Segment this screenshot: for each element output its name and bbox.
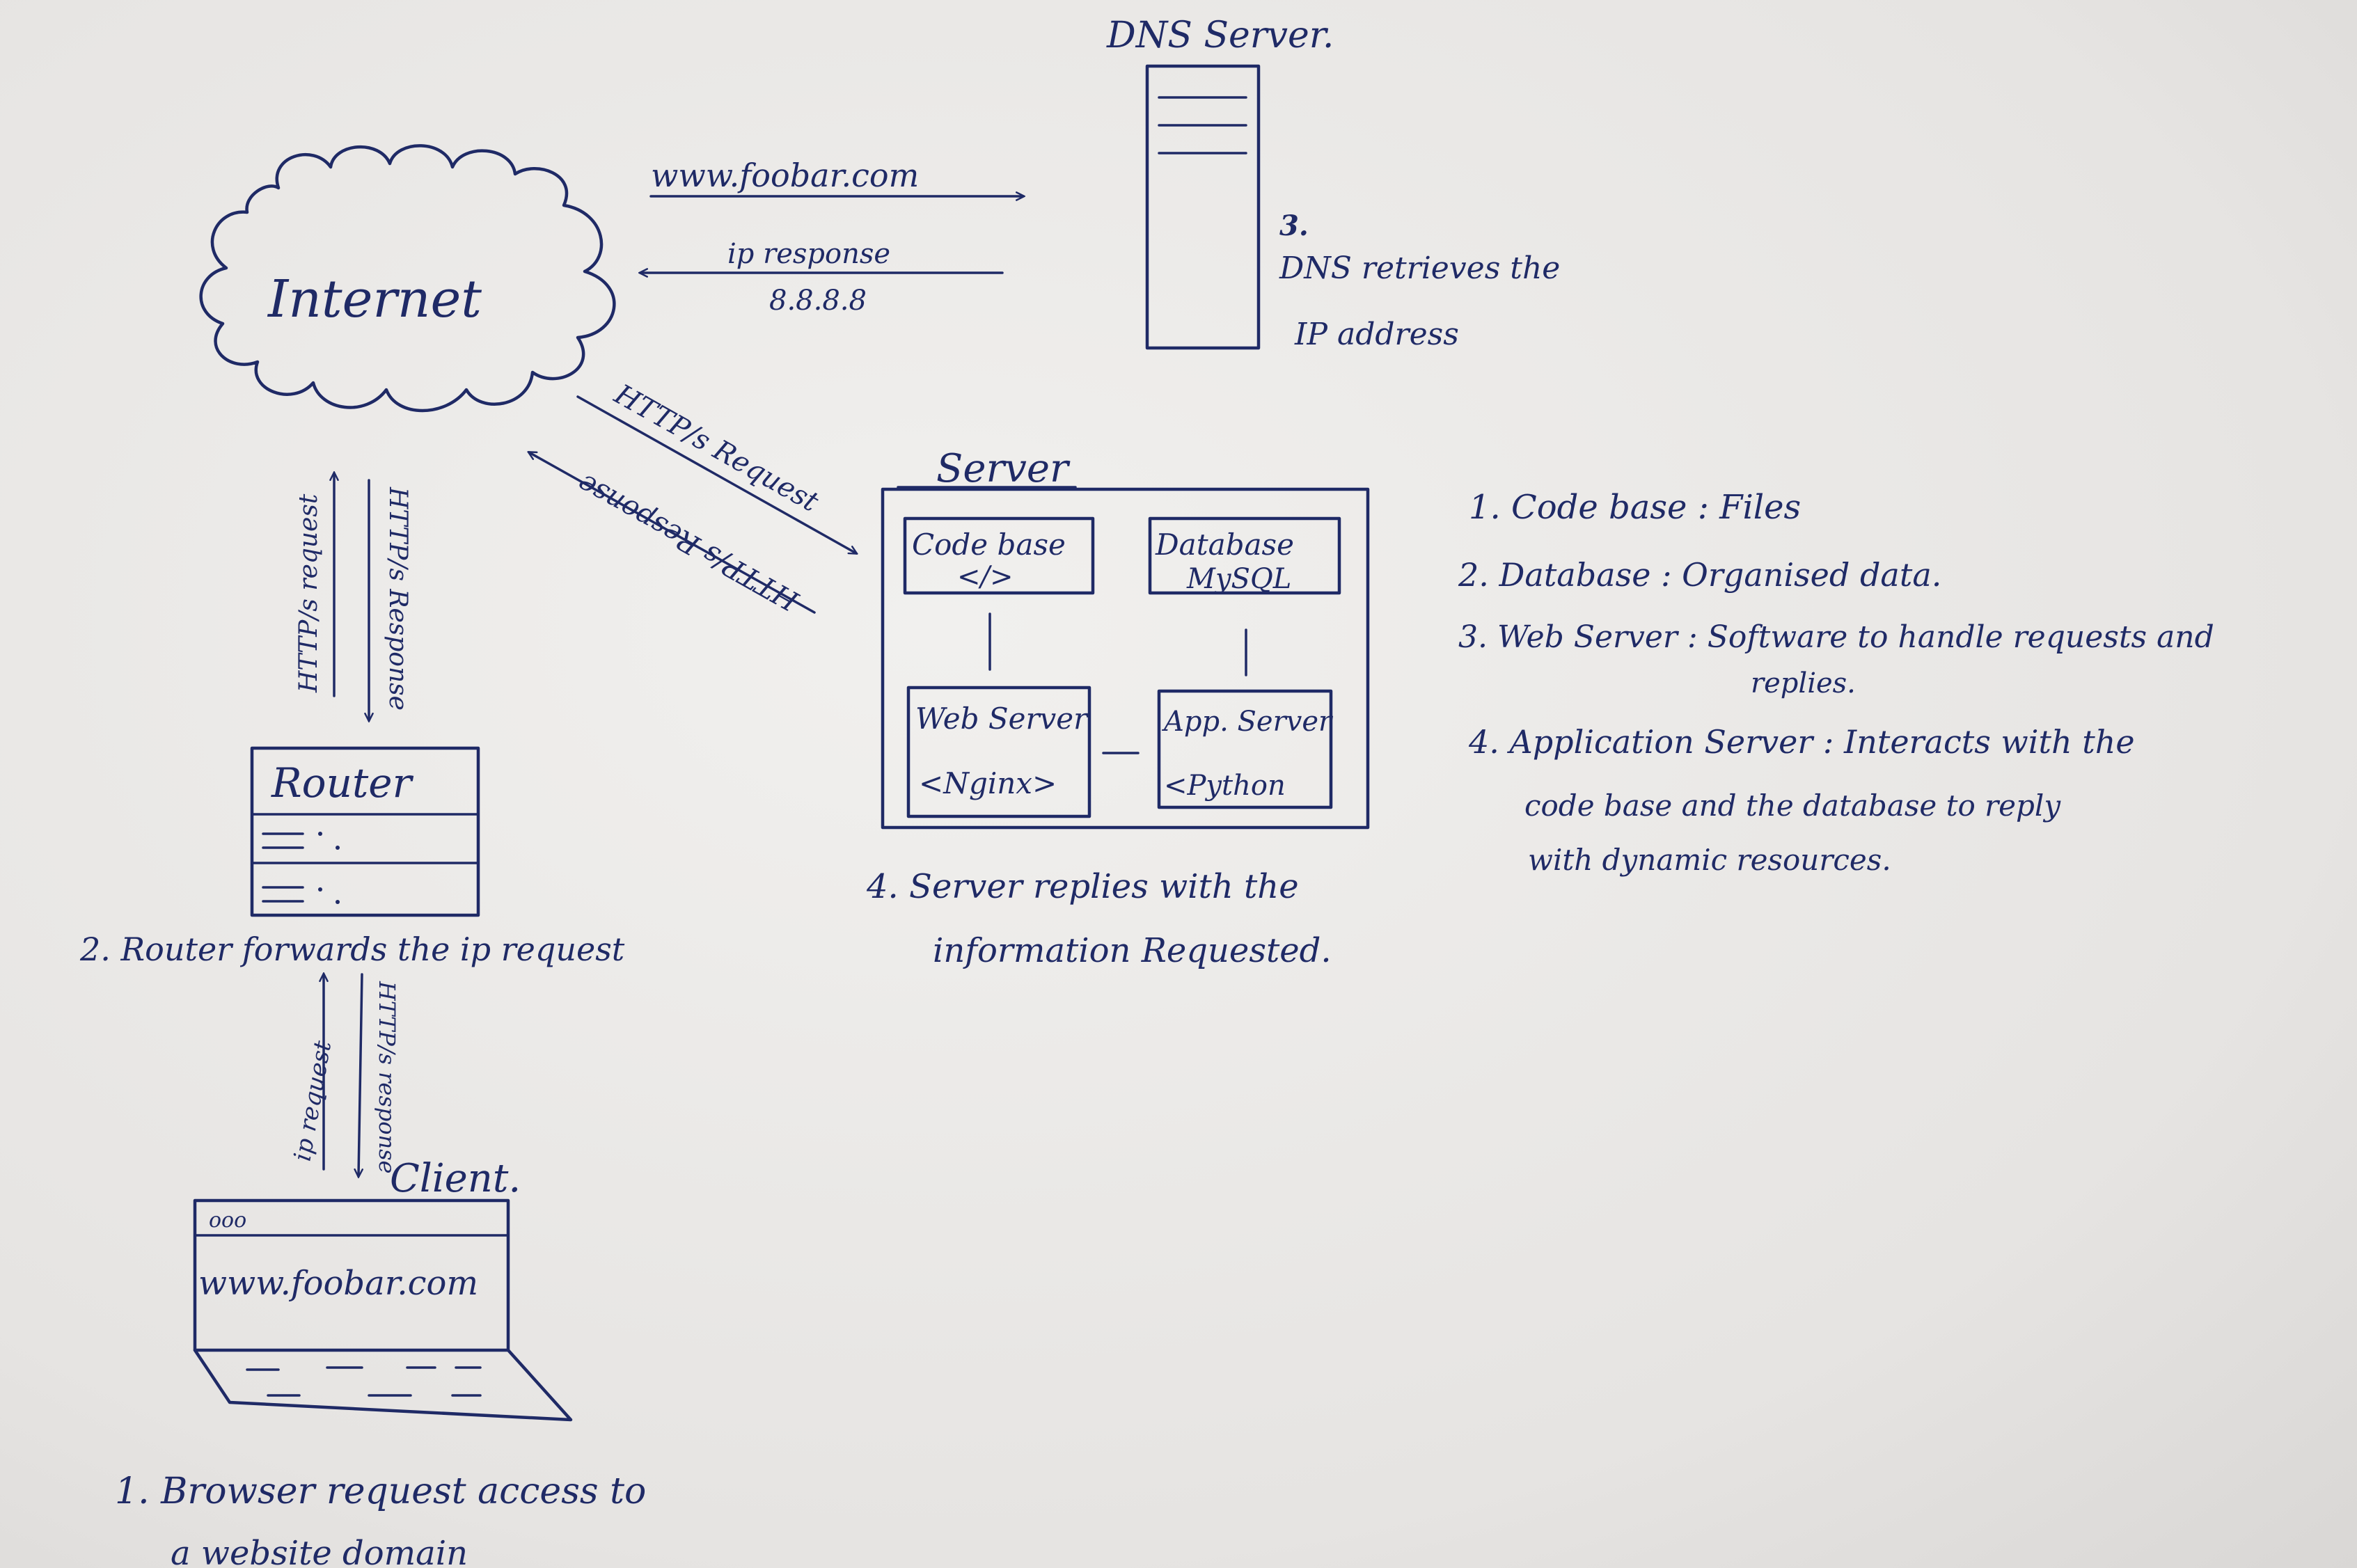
legend-item: replies. (1751, 667, 1856, 699)
arrow-diagonal-icon (576, 395, 856, 553)
dns-response-ip: 8.8.8.8 (769, 285, 867, 317)
dns-response-label: ip response (727, 238, 890, 270)
web-server-label: Web Server (915, 702, 1089, 736)
window-controls-icon: ooo (209, 1208, 246, 1233)
router-request-label: HTTP/s request (294, 493, 323, 693)
client-response-label: HTTP/s response (374, 981, 400, 1173)
app-server-box (1157, 689, 1333, 809)
code-base-label: Code base (912, 528, 1066, 562)
web-server-engine: <Nginx> (919, 766, 1057, 800)
legend-item: 1. Code base : Files (1469, 488, 1801, 527)
dns-server: DNS Server. 3. DNS retrieves the IP addr… (1106, 15, 1560, 352)
router-response-label: HTTP/s Response (384, 486, 412, 711)
web-server-box (906, 686, 1091, 818)
client: Client. ooo www.foobar.com (193, 1156, 573, 1422)
dns-response-arrow: ip response 8.8.8.8 (640, 238, 1004, 317)
dns-server-icon (1145, 64, 1261, 350)
browser-address: www.foobar.com (198, 1264, 478, 1303)
router-led (318, 887, 322, 892)
app-server-engine: <Python (1164, 770, 1286, 802)
internet-label: Internet (267, 269, 482, 329)
laptop-keyboard-icon (193, 1348, 573, 1422)
dns-query-label: www.foobar.com (651, 157, 919, 194)
client-response-arrow: HTTP/s response (358, 973, 400, 1176)
router-icon (250, 746, 480, 917)
legend-item: code base and the database to reply (1524, 789, 2061, 823)
server-outline (881, 487, 1370, 830)
step-1-text: 1. Browser request access to (115, 1471, 646, 1512)
step-4-text: information Requested. (933, 931, 1332, 970)
browser-window-icon (193, 1198, 510, 1352)
router-led (336, 900, 340, 904)
step-1-text: a website domain (171, 1534, 468, 1568)
code-base-icon: </> (957, 561, 1014, 593)
router: Router (250, 746, 480, 917)
legend: 1. Code base : Files 2. Database : Organ… (1458, 488, 2214, 877)
client-title: Client. (390, 1156, 521, 1201)
server-request-arrow: HTTP/s Request (576, 378, 856, 553)
router-led (318, 832, 322, 836)
router-led (336, 846, 340, 850)
router-label: Router (271, 759, 414, 807)
arrow-diagonal-icon (529, 452, 816, 614)
database-box (1148, 516, 1341, 595)
app-server-label: App. Server (1161, 706, 1334, 738)
dns-step-number: 3. (1279, 209, 1309, 242)
server-title: Server (936, 446, 1071, 491)
dns-step-text: DNS retrieves the (1279, 251, 1560, 286)
cloud-icon (199, 144, 616, 413)
step-2-text: 2. Router forwards the ip request (79, 930, 625, 968)
arrow-down-icon (358, 973, 362, 1176)
client-request-label: ip request (288, 1038, 337, 1163)
dns-server-title: DNS Server. (1106, 15, 1334, 56)
dns-query-arrow: www.foobar.com (649, 157, 1023, 196)
server-cluster: Server Code base </> Database MySQL Web … (881, 446, 1370, 830)
legend-item: with dynamic resources. (1528, 843, 1891, 877)
legend-item: 3. Web Server : Software to handle reque… (1458, 619, 2214, 655)
step-4-text: 4. Server replies with the (866, 867, 1299, 906)
legend-item: 2. Database : Organised data. (1458, 556, 1941, 594)
router-response-arrow: HTTP/s Response (369, 479, 412, 720)
dns-step-text: IP address (1294, 317, 1459, 352)
legend-item: 4. Application Server : Interacts with t… (1468, 723, 2135, 761)
internet-cloud: Internet (199, 144, 616, 413)
router-request-arrow: HTTP/s request (294, 473, 334, 697)
client-request-arrow: ip request (288, 974, 337, 1171)
database-label: Database (1155, 528, 1294, 562)
code-base-box (903, 516, 1095, 595)
database-engine: MySQL (1186, 563, 1291, 595)
